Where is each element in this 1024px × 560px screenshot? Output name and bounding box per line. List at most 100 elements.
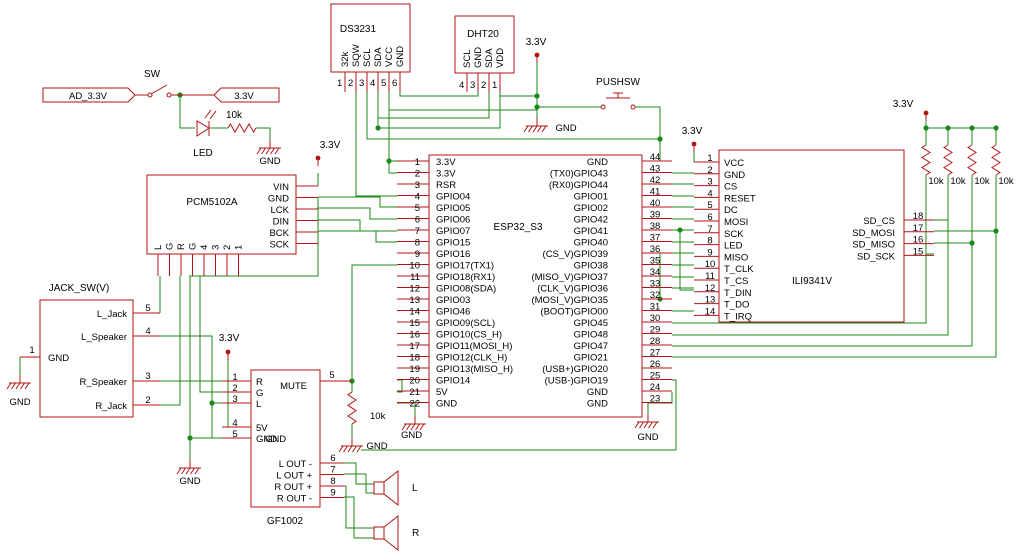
wire (679, 230, 694, 291)
esp32-pin-num: 31 (650, 302, 661, 313)
ground-hatch (185, 467, 191, 475)
esp32-pin-num: 13 (409, 295, 420, 306)
ground-hatch (415, 423, 420, 431)
esp32-pin-name: GPIO13(MISO_H) (436, 364, 513, 375)
ground-symbol (338, 438, 363, 453)
ili9341-pin-name: LED (724, 241, 743, 252)
wire (351, 264, 397, 381)
jack-pin-num: 1 (29, 345, 34, 356)
ili9341-pin-name: CS (724, 182, 737, 193)
gf1002-pin-name: G (256, 388, 263, 399)
esp32-pin-num: 41 (650, 187, 661, 198)
wire (189, 198, 319, 277)
esp32-pin-num: 39 (650, 210, 661, 221)
esp32-pin-name: (USB+)GPIO20 (542, 364, 608, 375)
gnd-label: GND (555, 123, 576, 134)
gnd-label: GND (179, 476, 200, 487)
ad33-label: AD_3.3V (69, 91, 108, 102)
ili9341-pin-name: SCK (724, 229, 744, 240)
gnd-label: GND (9, 397, 30, 408)
components (6, 3, 1001, 552)
esp32-pin-name: GPIO08(SDA) (436, 284, 496, 295)
jack-pin-name: GND (48, 353, 69, 364)
esp32-pin-name: GPIO01 (574, 192, 608, 203)
wire (499, 92, 537, 97)
ground-hatch (338, 445, 344, 453)
jack-title: JACK_SW(V) (49, 283, 110, 294)
ground-hatch (410, 423, 416, 431)
esp32-pin-num: 19 (409, 364, 420, 375)
ili9341-pin-name: T_DIN (724, 288, 752, 299)
wire (388, 92, 397, 162)
wire (318, 207, 397, 220)
pushsw-contact (630, 104, 636, 110)
ili9341-title: ILI9341V (792, 276, 832, 287)
ground-hatch (406, 423, 411, 431)
wire (344, 473, 374, 494)
dht20-pin-name: GND (473, 47, 484, 68)
wire (318, 219, 397, 232)
gf1002-pin-num: 1 (232, 372, 237, 383)
wire (672, 253, 934, 324)
ili9341-pin-num: 12 (705, 283, 716, 294)
esp32-pin-num: 26 (650, 359, 661, 370)
ground-symbol (634, 414, 659, 429)
sd-pullup-label: 10k (974, 176, 990, 187)
esp32-pin-name: RSR (436, 180, 456, 191)
ds3231-pin-name: VCC (384, 47, 395, 67)
gf1002-pin-name: L (256, 399, 261, 410)
ili9341-pin-num: 4 (707, 188, 712, 199)
junction-dot (534, 93, 540, 99)
gf1002-pin-num: 9 (330, 488, 335, 499)
ds3231-pin-num: 2 (348, 78, 353, 89)
esp32-pin-name: GPIO48 (574, 330, 608, 341)
esp32-pin-num: 22 (409, 399, 420, 410)
led-resistor (227, 123, 257, 133)
power-label: 3.3V (682, 126, 703, 137)
esp32-pin-num: 17 (409, 341, 420, 352)
wire (344, 496, 374, 539)
esp32-pin-name: (CLK_V)GPIO36 (537, 284, 608, 295)
esp32-pin-name: GPIO15 (436, 238, 470, 249)
esp32-pin-name: (BOOT)GPIO00 (540, 307, 608, 318)
esp32-pin-name: (RX0)GPIO44 (549, 180, 608, 191)
speaker-l-label: L (412, 483, 418, 494)
gnd-label: GND (637, 432, 658, 443)
ili9341-pin-num: 7 (707, 224, 712, 235)
esp32-pin-name: GPIO07 (436, 226, 470, 237)
pcm5102a-pin-name: 2 (222, 245, 233, 250)
pcm5102a-pin-name: SCK (269, 240, 289, 251)
ground-hatch (537, 125, 542, 133)
ground-symbol (401, 416, 426, 431)
dht20-pin-num: 2 (481, 80, 486, 91)
jack-body (39, 299, 134, 418)
dht20-pin-name: VDD (495, 48, 506, 68)
ground-hatch (532, 125, 538, 133)
esp32-pin-name: GPIO11(MOSI_H) (436, 341, 512, 352)
ground-hatch (528, 125, 533, 133)
ili9341-pin-name: DC (724, 205, 738, 216)
esp32-pin-num: 27 (650, 348, 661, 359)
ground-hatch (274, 147, 280, 155)
esp32-pin-num: 7 (415, 226, 420, 237)
gf1002-pin-num: 3 (232, 394, 237, 405)
speaker-r-coil (373, 526, 385, 540)
esp32-pin-name: GND (587, 157, 608, 168)
dht20-title: DHT20 (467, 29, 499, 40)
wire (388, 161, 397, 174)
wire (160, 276, 181, 406)
pcm5102a-pin-name: 3 (211, 245, 222, 250)
ili9341-pin-num: 18 (913, 211, 924, 222)
esp32-pin-num: 9 (415, 249, 420, 260)
wire (672, 230, 997, 358)
speaker-r-label: R (412, 528, 419, 539)
wire (160, 335, 222, 439)
ili9341-pin-num: 5 (707, 200, 712, 211)
ds3231-body (330, 3, 411, 73)
esp32-pin-num: 8 (415, 238, 420, 249)
led-label: LED (193, 148, 212, 159)
sd-pullup-label: 10k (950, 176, 966, 187)
gf1002-pin-name: 5V (256, 423, 268, 434)
ili9341-pin-num: 1 (707, 153, 712, 164)
wire (344, 485, 374, 529)
